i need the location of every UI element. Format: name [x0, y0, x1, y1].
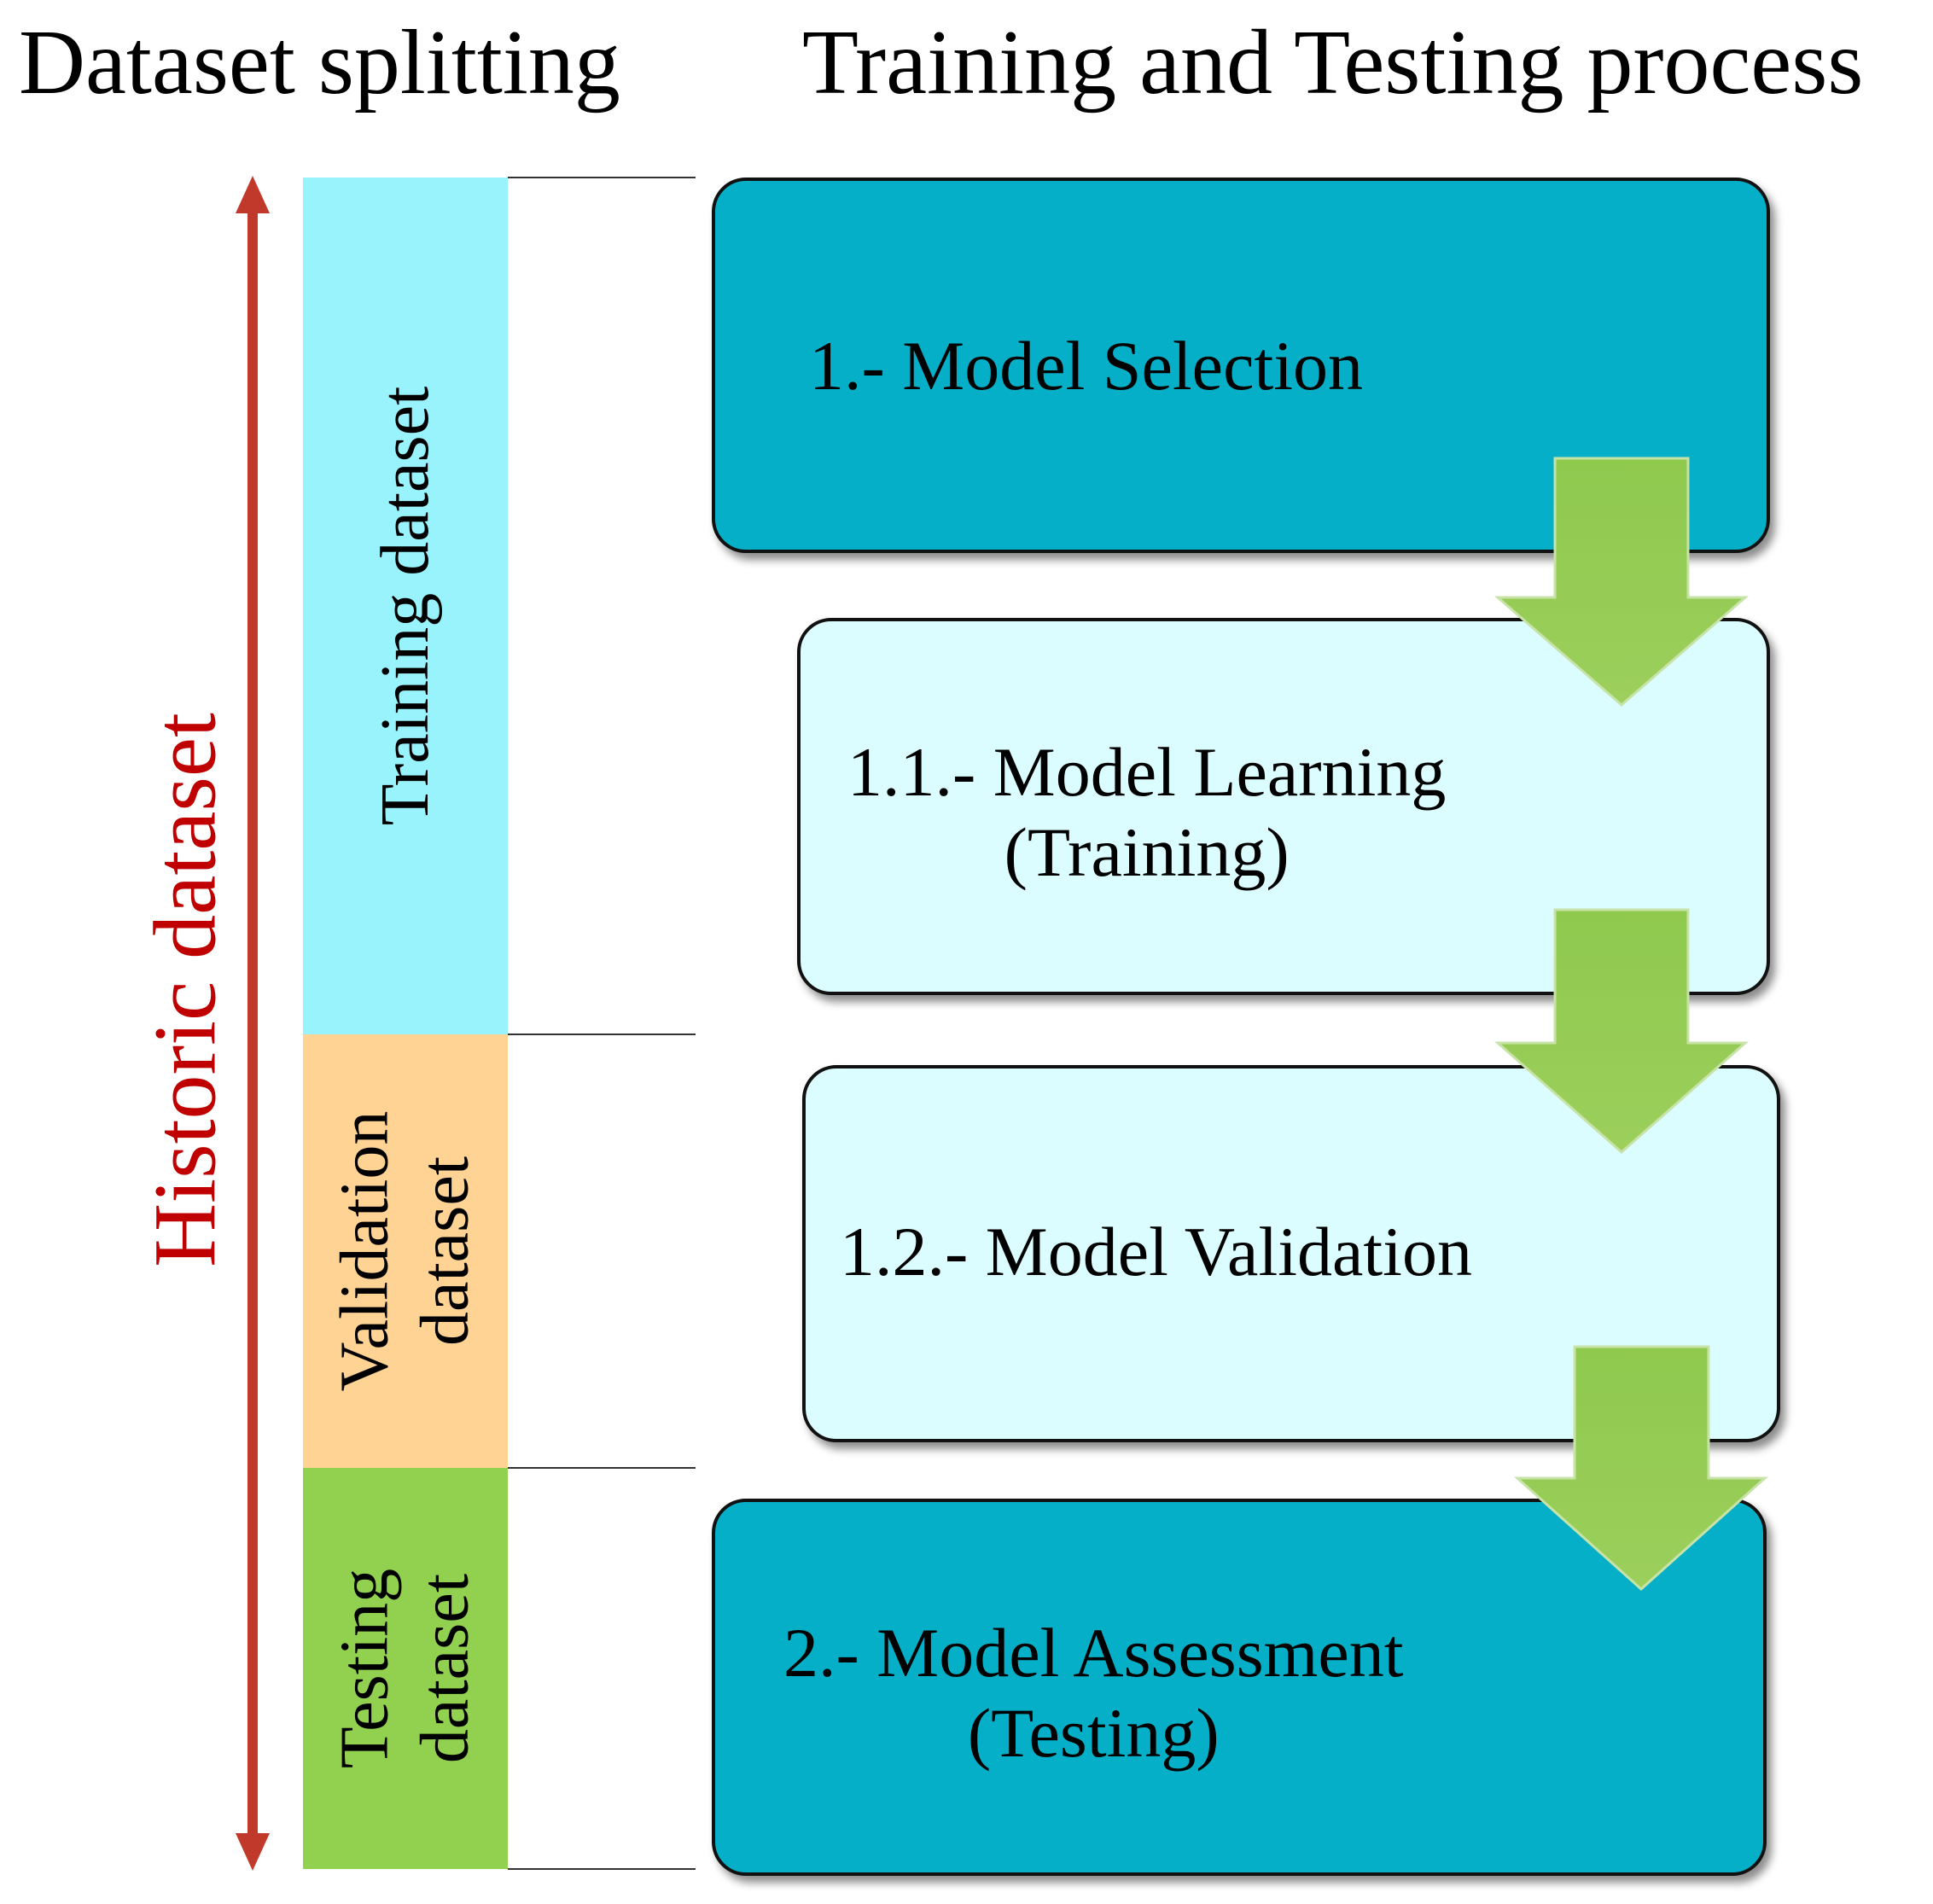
- validation-dataset-block: Validation dataset: [303, 1034, 508, 1468]
- dataset-splitting-heading: Dataset splitting: [19, 12, 620, 114]
- model-validation-label: 1.2.- Model Validation: [840, 1213, 1472, 1290]
- model-assessment-label: 2.- Model Assessment (Testing): [783, 1614, 1404, 1773]
- model-validation-box: 1.2.- Model Validation: [802, 1065, 1780, 1442]
- model-selection-label: 1.- Model Selection: [809, 327, 1364, 405]
- divider-line: [508, 177, 696, 178]
- model-assessment-box: 2.- Model Assessment (Testing): [712, 1499, 1767, 1876]
- divider-line: [508, 1034, 696, 1035]
- validation-dataset-label: Validation dataset: [327, 1110, 483, 1392]
- divider-line: [508, 1868, 696, 1870]
- divider-line: [508, 1467, 696, 1469]
- testing-dataset-label: Testing dataset: [327, 1568, 483, 1769]
- model-learning-box: 1.1.- Model Learning (Training): [797, 618, 1770, 995]
- testing-dataset-block: Testing dataset: [303, 1468, 508, 1869]
- training-dataset-label: Training dataset: [367, 386, 443, 826]
- historic-dataset-label: Historic dataset: [136, 713, 235, 1267]
- model-selection-box: 1.- Model Selection: [712, 178, 1770, 553]
- model-learning-label: 1.1.- Model Learning (Training): [847, 733, 1447, 892]
- training-testing-heading: Training and Testing process: [802, 12, 1864, 114]
- training-dataset-block: Training dataset: [303, 178, 508, 1034]
